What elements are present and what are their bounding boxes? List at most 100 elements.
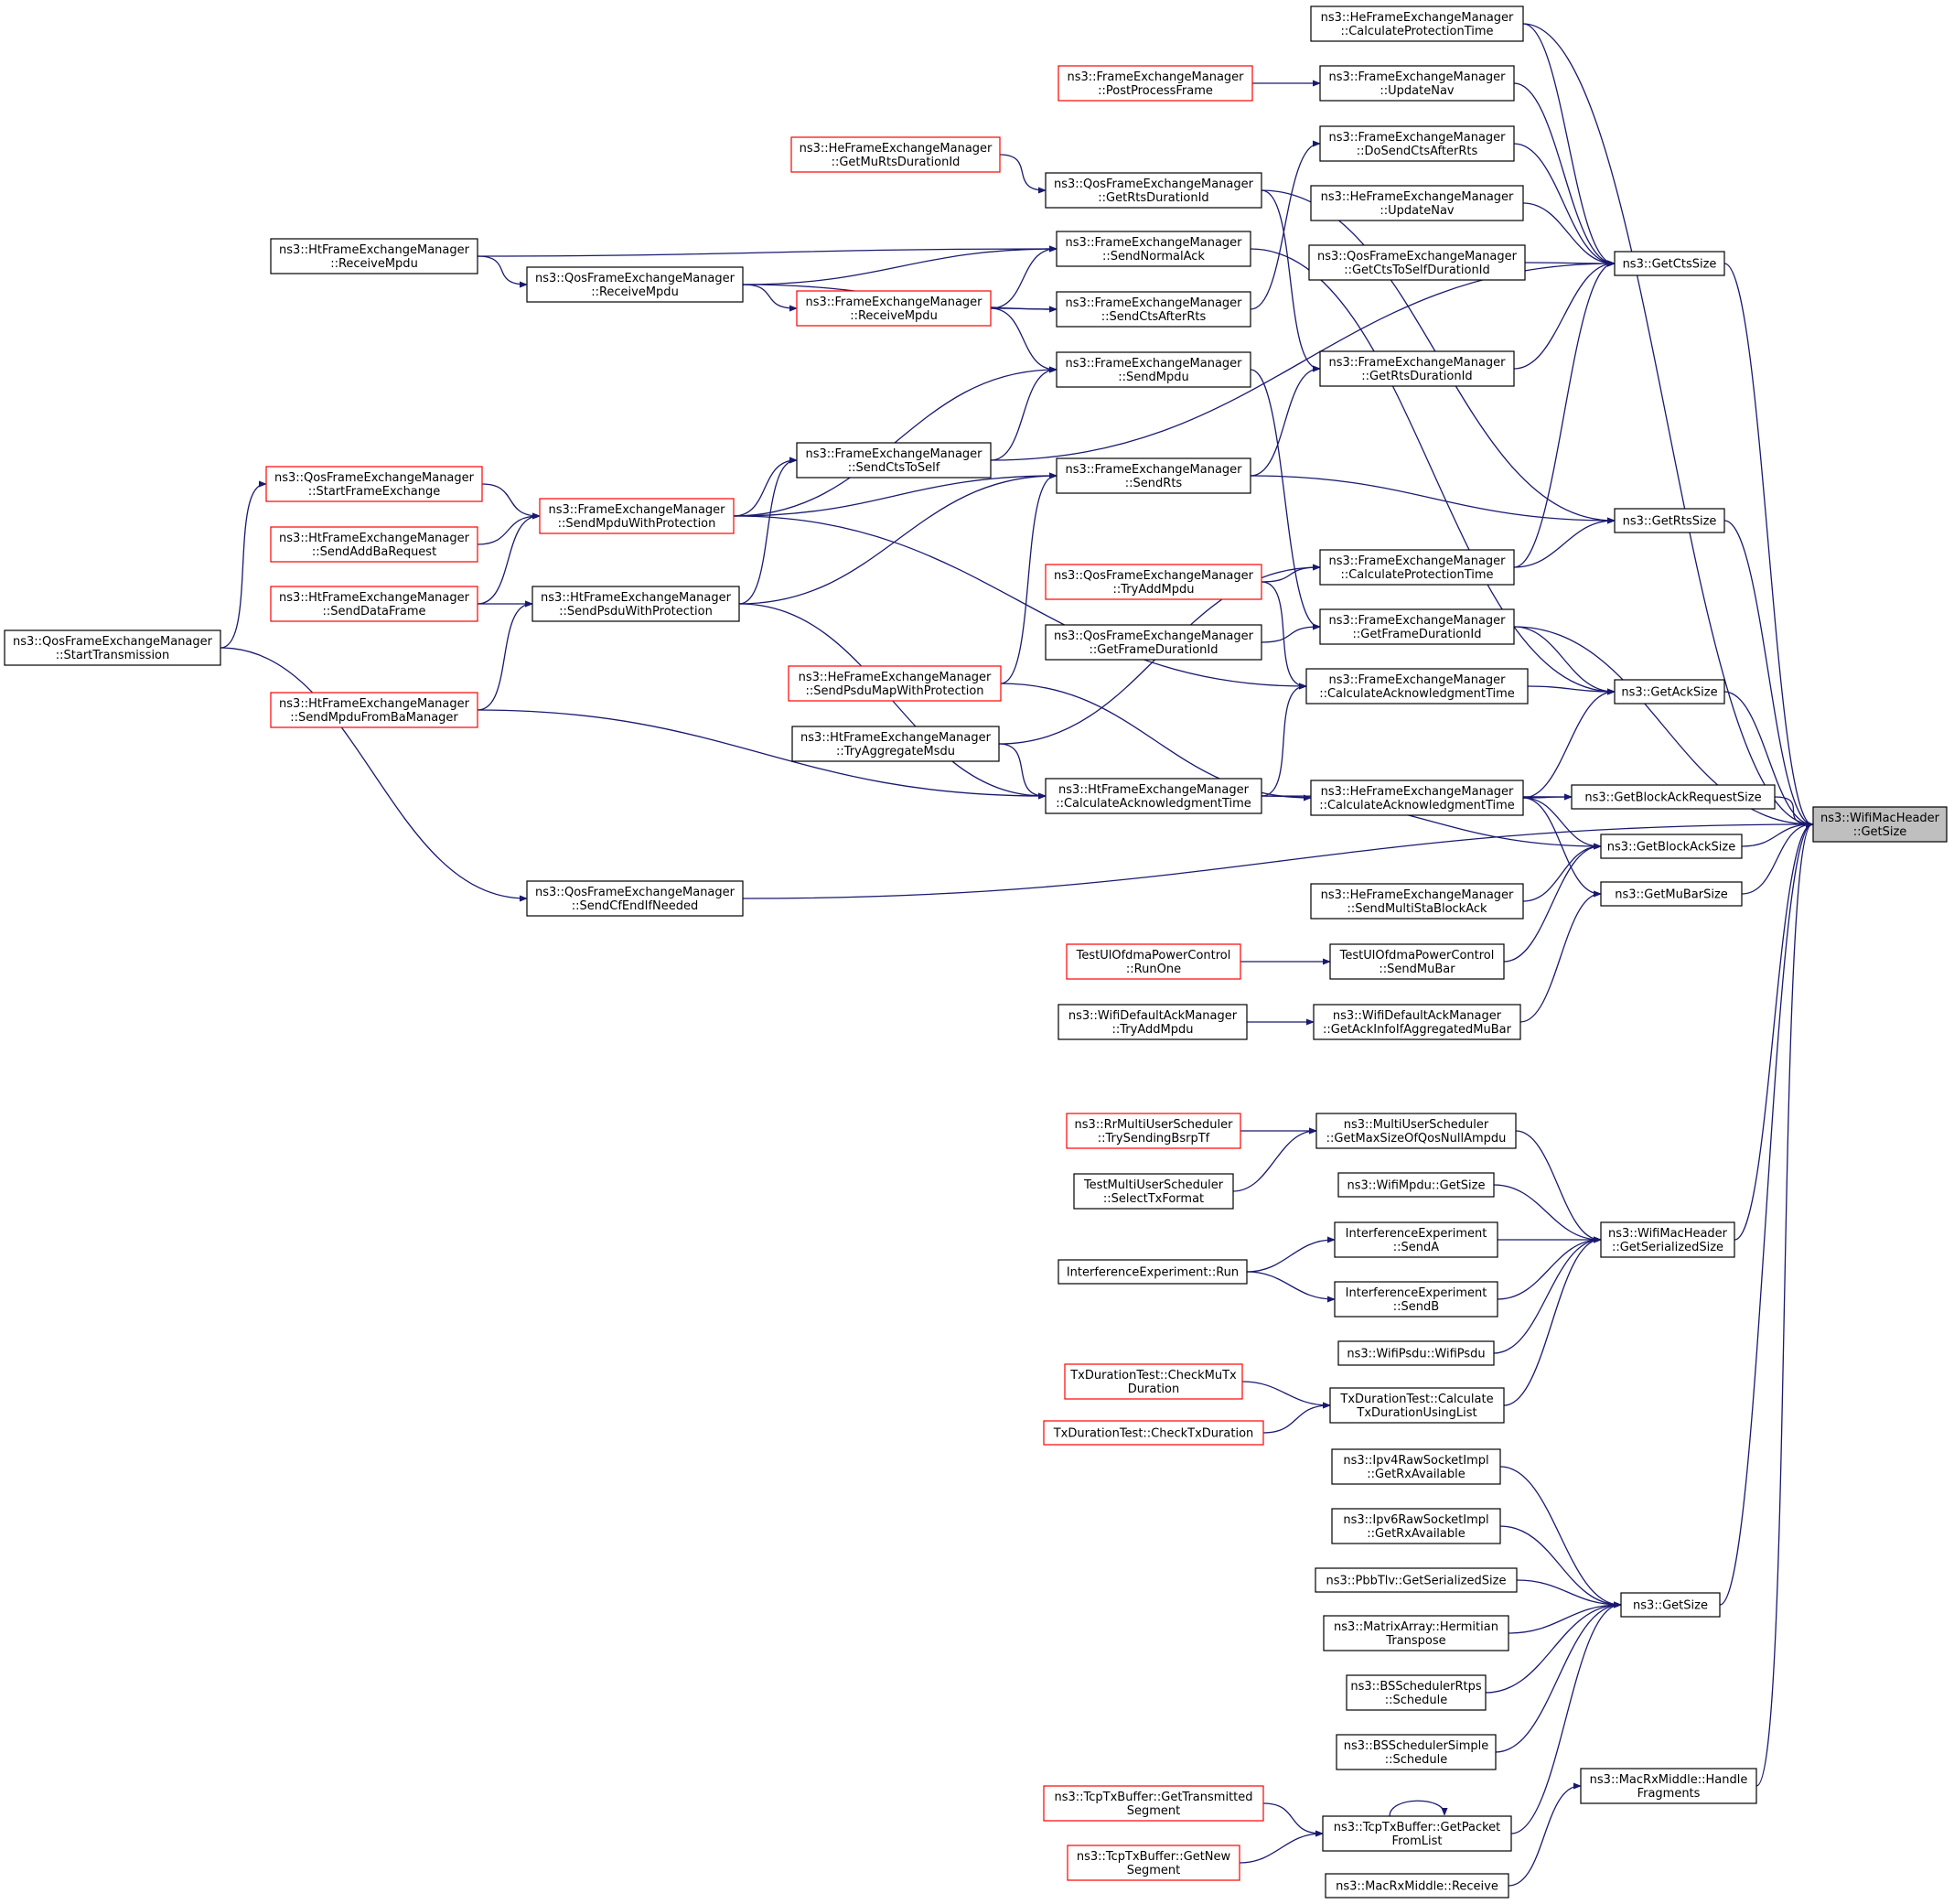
edge-he-getmurts-to-qos-getrtsdur bbox=[999, 154, 1045, 190]
node-ht-calcack[interactable]: ns3::HtFrameExchangeManager::CalculateAc… bbox=[1045, 778, 1262, 814]
node-txdt-checktx[interactable]: TxDurationTest::CheckTxDuration bbox=[1043, 1420, 1264, 1446]
node-fem-calcprot[interactable]: ns3::FrameExchangeManager::CalculateProt… bbox=[1319, 549, 1515, 586]
node-ht-receivempdu[interactable]: ns3::HtFrameExchangeManager::ReceiveMpdu bbox=[270, 238, 478, 274]
node-fem-sendnormalack[interactable]: ns3::FrameExchangeManager::SendNormalAck bbox=[1056, 231, 1251, 267]
node-fem-sendctsafter[interactable]: ns3::FrameExchangeManager::SendCtsAfterR… bbox=[1056, 291, 1251, 328]
node-box bbox=[1305, 668, 1529, 705]
node-label: ::SendCtsAfterRts bbox=[1101, 310, 1207, 324]
node-bs-rtps[interactable]: ns3::BSSchedulerRtps::Schedule bbox=[1346, 1674, 1487, 1711]
node-label: ns3::MacRxMiddle::Receive bbox=[1336, 1880, 1498, 1894]
node-getmubarsize[interactable]: ns3::GetMuBarSize bbox=[1600, 881, 1743, 907]
node-he-getmurts[interactable]: ns3::HeFrameExchangeManager::GetMuRtsDur… bbox=[790, 136, 1001, 173]
node-mus-getmaxsize[interactable]: ns3::MultiUserScheduler::GetMaxSizeOfQos… bbox=[1315, 1113, 1517, 1149]
node-box bbox=[270, 692, 478, 728]
node-wdam-getackinfo[interactable]: ns3::WifiDefaultAckManager::GetAckInfoIf… bbox=[1313, 1004, 1521, 1040]
node-fem-calcack[interactable]: ns3::FrameExchangeManager::CalculateAckn… bbox=[1305, 668, 1529, 705]
node-txdt-calc[interactable]: TxDurationTest::CalculateTxDurationUsing… bbox=[1329, 1387, 1505, 1424]
node-qos-getrtsdur[interactable]: ns3::QosFrameExchangeManager::GetRtsDura… bbox=[1045, 172, 1262, 209]
edge-test-sendmubar-to-getbasize bbox=[1503, 846, 1600, 963]
node-fem-sendmpdu[interactable]: ns3::FrameExchangeManager::SendMpdu bbox=[1056, 351, 1251, 388]
node-test-selecttx[interactable]: TestMultiUserScheduler::SelectTxFormat bbox=[1073, 1173, 1234, 1210]
node-wifipsdu[interactable]: ns3::WifiPsdu::WifiPsdu bbox=[1337, 1340, 1495, 1366]
node-fem-dosendcts[interactable]: ns3::FrameExchangeManager::DoSendCtsAfte… bbox=[1319, 125, 1515, 162]
node-fem-sendrts[interactable]: ns3::FrameExchangeManager::SendRts bbox=[1056, 457, 1251, 494]
node-ns3getsize[interactable]: ns3::GetSize bbox=[1620, 1592, 1721, 1618]
node-bs-simple[interactable]: ns3::BSSchedulerSimple::Schedule bbox=[1336, 1734, 1497, 1770]
node-qos-getframedur[interactable]: ns3::QosFrameExchangeManager::GetFrameDu… bbox=[1045, 624, 1262, 661]
node-box bbox=[1064, 1363, 1243, 1400]
node-label: ::GetRtsDurationId bbox=[1098, 191, 1208, 205]
node-ht-sendaddba[interactable]: ns3::HtFrameExchangeManager::SendAddBaRe… bbox=[270, 526, 478, 563]
node-he-calcprot[interactable]: ns3::HeFrameExchangeManager::CalculatePr… bbox=[1310, 5, 1524, 42]
edge-ht-calcack-to-fem-calcack bbox=[1261, 686, 1305, 797]
node-qos-receivempdu[interactable]: ns3::QosFrameExchangeManager::ReceiveMpd… bbox=[526, 266, 744, 303]
edge-test-selecttx-to-mus-getmaxsize bbox=[1232, 1131, 1315, 1192]
node-test-runone[interactable]: TestUlOfdmaPowerControl::RunOne bbox=[1066, 943, 1241, 980]
node-ht-tryaggmsdu[interactable]: ns3::HtFrameExchangeManager::TryAggregat… bbox=[791, 726, 1000, 762]
node-wifimpdu-getsize[interactable]: ns3::WifiMpdu::GetSize bbox=[1337, 1172, 1495, 1198]
node-fem-getrtsdur[interactable]: ns3::FrameExchangeManager::GetRtsDuratio… bbox=[1319, 350, 1515, 387]
edge-ht-sendmpdufromba-to-ht-sendpsduprot bbox=[477, 604, 531, 711]
edge-qos-tryaddmpdu-to-fem-calcack bbox=[1261, 581, 1305, 686]
node-getrtssize[interactable]: ns3::GetRtsSize bbox=[1614, 508, 1725, 533]
node-fem-receivempdu[interactable]: ns3::FrameExchangeManager::ReceiveMpdu bbox=[796, 290, 992, 327]
node-macrx-receive[interactable]: ns3::MacRxMiddle::Receive bbox=[1325, 1873, 1509, 1899]
node-ht-sendmpdufromba[interactable]: ns3::HtFrameExchangeManager::SendMpduFro… bbox=[270, 692, 478, 728]
node-label: ::GetFrameDurationId bbox=[1353, 628, 1482, 641]
node-getbasize[interactable]: ns3::GetBlockAckSize bbox=[1600, 834, 1743, 859]
edge-fem-sendmpdu-to-fem-getframedur bbox=[1250, 369, 1319, 627]
node-label: ::GetAckInfoIfAggregatedMuBar bbox=[1323, 1023, 1512, 1037]
node-fem-getframedur[interactable]: ns3::FrameExchangeManager::GetFrameDurat… bbox=[1319, 608, 1515, 645]
node-qos-sendcfend[interactable]: ns3::QosFrameExchangeManager::SendCfEndI… bbox=[526, 880, 744, 917]
node-getbarsize[interactable]: ns3::GetBlockAckRequestSize bbox=[1571, 784, 1776, 810]
node-fem-sendmpduprot[interactable]: ns3::FrameExchangeManager::SendMpduWithP… bbox=[539, 498, 735, 534]
node-qos-starttx[interactable]: ns3::QosFrameExchangeManager::StartTrans… bbox=[4, 629, 221, 666]
node-ht-sendpsduprot[interactable]: ns3::HtFrameExchangeManager::SendPsduWit… bbox=[531, 586, 740, 622]
node-ie-run[interactable]: InterferenceExperiment::Run bbox=[1058, 1259, 1248, 1285]
edge-line bbox=[1499, 1525, 1620, 1605]
node-fem-updatenav[interactable]: ns3::FrameExchangeManager::UpdateNav bbox=[1319, 65, 1515, 102]
node-test-sendmubar[interactable]: TestUlOfdmaPowerControl::SendMuBar bbox=[1329, 943, 1505, 980]
node-box bbox=[1600, 834, 1743, 859]
node-label: ::SendMpduWithProtection bbox=[558, 517, 716, 531]
node-he-sendmultista[interactable]: ns3::HeFrameExchangeManager::SendMultiSt… bbox=[1310, 883, 1524, 920]
node-label: ns3::WifiDefaultAckManager bbox=[1068, 1009, 1238, 1023]
edge-line bbox=[1497, 1240, 1600, 1300]
node-qos-tryaddmpdu[interactable]: ns3::QosFrameExchangeManager::TryAddMpdu bbox=[1045, 564, 1262, 600]
node-fem-sendctstoself[interactable]: ns3::FrameExchangeManager::SendCtsToSelf bbox=[796, 442, 992, 479]
node-getctssize[interactable]: ns3::GetCtsSize bbox=[1614, 251, 1725, 276]
edge-line bbox=[733, 476, 1056, 517]
node-label: ::ReceiveMpdu bbox=[330, 257, 418, 271]
node-rr-trysending[interactable]: ns3::RrMultiUserScheduler::TrySendingBsr… bbox=[1066, 1113, 1241, 1149]
node-label: ns3::HtFrameExchangeManager bbox=[1058, 783, 1250, 797]
node-pbbtlv[interactable]: ns3::PbbTlv::GetSerializedSize bbox=[1315, 1567, 1518, 1593]
node-box bbox=[1066, 943, 1241, 980]
node-wdam-tryaddmpdu[interactable]: ns3::WifiDefaultAckManager::TryAddMpdu bbox=[1058, 1004, 1248, 1040]
node-getacksize[interactable]: ns3::GetAckSize bbox=[1614, 679, 1725, 705]
node-ie-senda[interactable]: InterferenceExperiment::SendA bbox=[1334, 1221, 1498, 1258]
edge-fem-sendmpduprot-to-fem-sendrts bbox=[733, 476, 1056, 517]
node-he-calcack[interactable]: ns3::HeFrameExchangeManager::CalculateAc… bbox=[1310, 780, 1524, 816]
node-he-sendpsdumap[interactable]: ns3::HeFrameExchangeManager::SendPsduMap… bbox=[788, 665, 1002, 702]
node-wmh-serialized[interactable]: ns3::WifiMacHeader::GetSerializedSize bbox=[1600, 1221, 1735, 1258]
node-ht-senddataframe[interactable]: ns3::HtFrameExchangeManager::SendDataFra… bbox=[270, 586, 478, 622]
node-label: ::SendMpdu bbox=[1118, 371, 1188, 384]
node-label: ::PostProcessFrame bbox=[1098, 84, 1213, 98]
node-qos-startframe[interactable]: ns3::QosFrameExchangeManager::StartFrame… bbox=[265, 466, 483, 502]
node-ie-sendb[interactable]: InterferenceExperiment::SendB bbox=[1334, 1281, 1498, 1318]
node-box bbox=[1325, 1873, 1509, 1899]
node-he-updatenav[interactable]: ns3::HeFrameExchangeManager::UpdateNav bbox=[1310, 185, 1524, 221]
edge-line bbox=[1719, 824, 1812, 1606]
edge-line bbox=[1493, 1184, 1600, 1240]
node-qos-getcts[interactable]: ns3::QosFrameExchangeManager::GetCtsToSe… bbox=[1308, 244, 1526, 281]
node-fem-postprocess[interactable]: ns3::FrameExchangeManager::PostProcessFr… bbox=[1058, 65, 1253, 102]
node-ipv6raw[interactable]: ns3::Ipv6RawSocketImpl::GetRxAvailable bbox=[1331, 1508, 1501, 1544]
node-box bbox=[1322, 1815, 1512, 1852]
node-ipv4raw[interactable]: ns3::Ipv4RawSocketImpl::GetRxAvailable bbox=[1331, 1448, 1501, 1485]
